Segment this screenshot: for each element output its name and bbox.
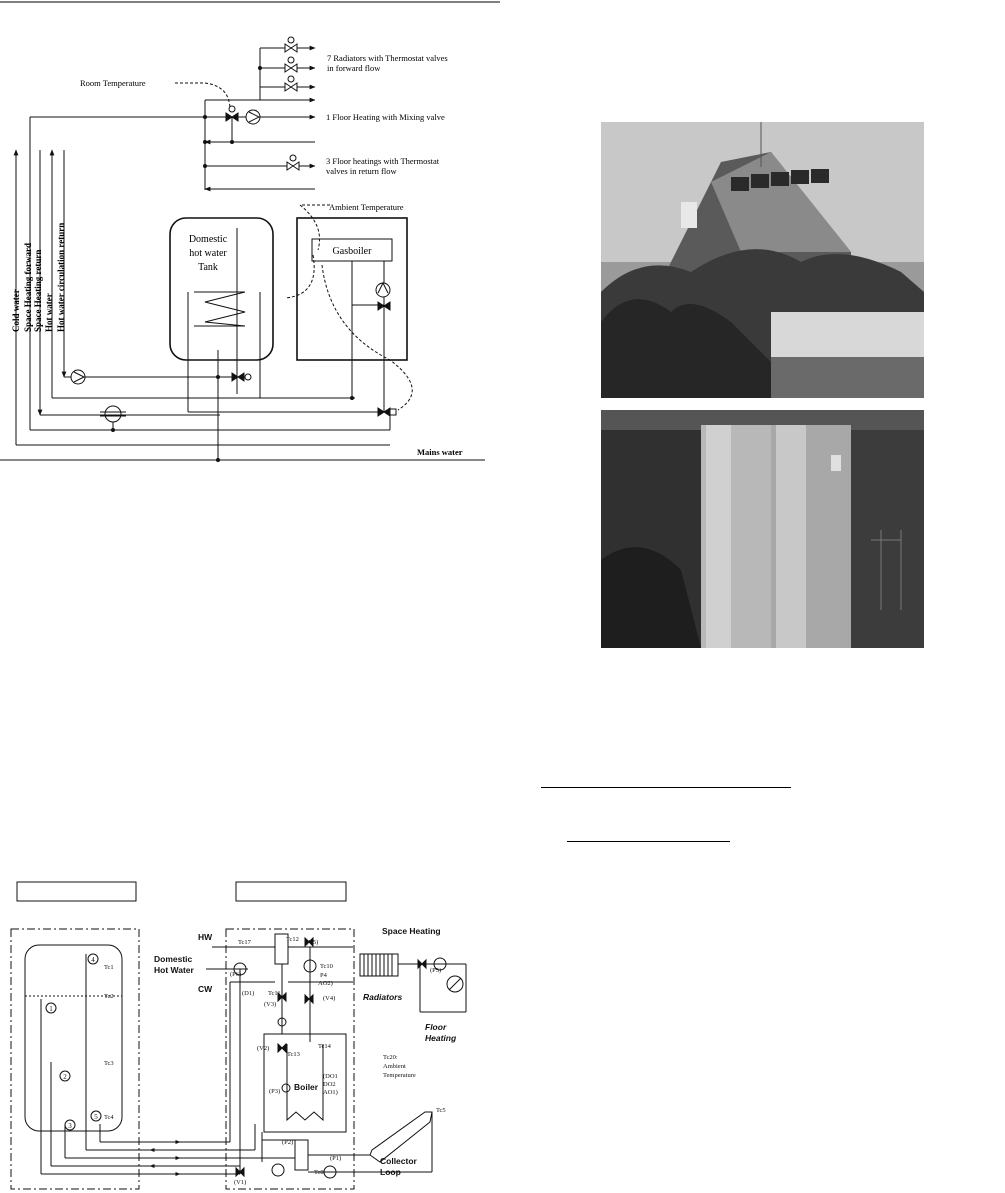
component-p2: (P2)	[282, 1139, 293, 1146]
ambient-label-1: Tc20:	[383, 1054, 398, 1061]
collector-label-1: Collector	[380, 1156, 418, 1166]
tank-label-1: Domestic	[189, 234, 228, 245]
sensor-tc1: Tc1	[104, 964, 114, 971]
sensor-tc11: Tc11	[268, 990, 281, 997]
underline-1	[541, 787, 791, 788]
floor-thermo-label-2: valves in return flow	[326, 166, 397, 176]
gasboiler-label: Gasboiler	[333, 246, 373, 257]
room-temperature-label: Room Temperature	[80, 78, 146, 88]
component-d1: (D1)	[242, 990, 254, 997]
dhw-label-2: Hot Water	[154, 965, 195, 975]
hw-label: HW	[198, 932, 213, 942]
radiators-label-2: in forward flow	[327, 63, 381, 73]
component-p6: (P6)	[230, 971, 241, 978]
pipe-label-sh-return: Space Heating return	[33, 250, 43, 332]
pipe-label-sh-forward: Space Heating forward	[23, 243, 33, 332]
sensor-tc12: Tc12	[286, 936, 299, 943]
floor-thermo-label: 3 Floor heatings with Thermostat	[326, 156, 440, 166]
dhw-label-1: Domestic	[154, 954, 193, 964]
house-photo-icon	[601, 122, 924, 398]
ambient-label-2: Ambient	[383, 1063, 406, 1070]
mains-water-label: Mains water	[417, 447, 463, 457]
sensor-tc4: Tc4	[104, 1114, 114, 1121]
tank-label-2: hot water	[189, 248, 227, 259]
pipe-label-cold-water: Cold water	[11, 289, 21, 332]
floor-heating-label-1: Floor	[425, 1022, 447, 1032]
component-p4: P4	[320, 972, 328, 979]
component-do2: DO2	[323, 1081, 336, 1088]
sensor-tc14: Tc14	[318, 1043, 332, 1050]
tanks-photo-icon	[601, 410, 924, 648]
component-v4: (V4)	[323, 995, 335, 1002]
port-4: 4	[91, 956, 95, 964]
port-2: 2	[63, 1073, 67, 1081]
solar-system-diagram: HW CW Domestic Hot Water Space Heating R…	[10, 881, 467, 1190]
port-5: 5	[94, 1113, 98, 1121]
space-heating-label: Space Heating	[382, 926, 441, 936]
ambient-temperature-label: Ambient Temperature	[329, 202, 404, 212]
underline-2	[567, 841, 730, 842]
sensor-tc3: Tc3	[104, 1060, 114, 1067]
component-p5: (P5)	[430, 967, 441, 974]
pipe-label-hot-water: Hot water	[44, 293, 54, 332]
component-v2: (V2)	[257, 1045, 269, 1052]
boiler-label: Boiler	[294, 1082, 319, 1092]
component-v3: (V3)	[264, 1001, 276, 1008]
component-ao1: AO1)	[323, 1089, 338, 1096]
sensor-tc2: Tc2	[104, 993, 114, 1000]
component-ao2: AO2)	[318, 980, 333, 987]
cw-label: CW	[198, 984, 213, 994]
collector-label-2: Loop	[380, 1167, 401, 1177]
sensor-tc8: Tc8	[314, 1169, 324, 1176]
house-photo	[601, 122, 924, 398]
pipe-label-circulation: Hot water circulation return	[56, 223, 66, 332]
component-p3: (P3)	[269, 1088, 280, 1095]
component-v5: (V5)	[306, 939, 318, 946]
floor-mixing-label: 1 Floor Heating with Mixing valve	[326, 112, 445, 122]
tank-label-3: Tank	[198, 262, 218, 273]
port-3: 3	[68, 1122, 72, 1130]
port-1: 1	[49, 1005, 53, 1013]
floor-heating-label-2: Heating	[425, 1033, 457, 1043]
component-v1: (V1)	[234, 1179, 246, 1186]
ambient-label-3: Temperature	[383, 1072, 416, 1079]
component-p1: (P1)	[330, 1155, 341, 1162]
heating-system-diagram: 7 Radiators with Thermostat valves in fo…	[0, 1, 500, 462]
component-do1: (DO1	[323, 1073, 338, 1080]
radiators-label: Radiators	[363, 992, 402, 1002]
radiators-label: 7 Radiators with Thermostat valves	[327, 53, 448, 63]
sensor-tc13: Tc13	[287, 1051, 300, 1058]
tanks-photo	[601, 410, 924, 648]
sensor-tc10: Tc10	[320, 963, 333, 970]
sensor-tc17: Tc17	[238, 939, 252, 946]
sensor-tc5: Tc5	[436, 1107, 446, 1114]
